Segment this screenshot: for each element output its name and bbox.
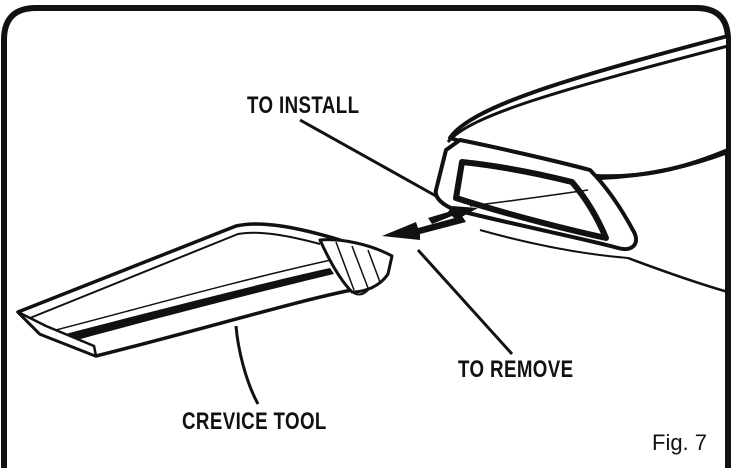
to-install-label: TO INSTALL bbox=[247, 92, 360, 119]
figure-frame bbox=[1, 5, 731, 468]
crevice-leader-line bbox=[234, 325, 260, 405]
crevice-tool bbox=[16, 222, 394, 358]
remove-arrow bbox=[382, 216, 466, 240]
crevice-tool-label: CREVICE TOOL bbox=[182, 408, 327, 435]
vacuum-body bbox=[433, 34, 730, 294]
install-leader-line bbox=[299, 118, 437, 198]
to-remove-label: TO REMOVE bbox=[458, 356, 574, 383]
direction-arrows bbox=[382, 206, 478, 240]
remove-leader-line bbox=[416, 248, 514, 356]
install-arrow bbox=[428, 206, 478, 224]
figure-number-label: Fig. 7 bbox=[652, 430, 708, 455]
